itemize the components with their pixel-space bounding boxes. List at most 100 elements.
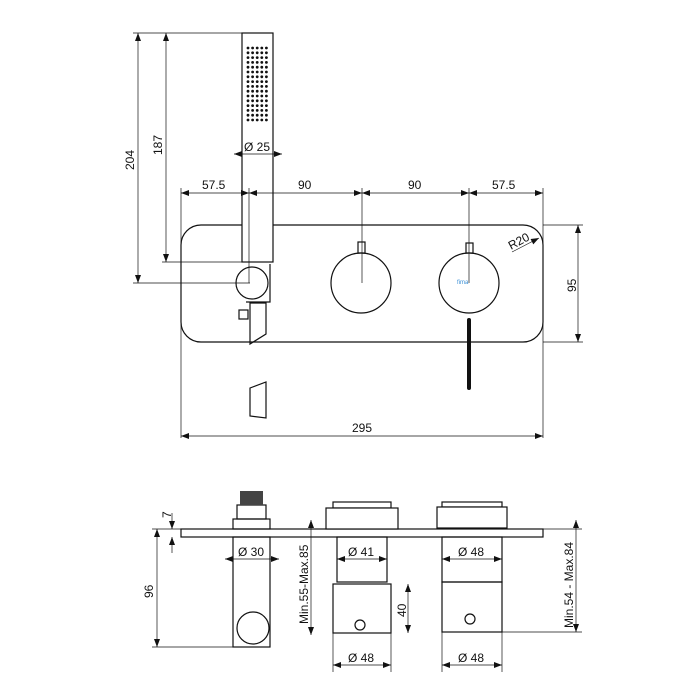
nozzle-dot bbox=[265, 65, 268, 69]
dim-height-head: 187 bbox=[151, 135, 165, 155]
nozzle-dot bbox=[251, 56, 255, 59]
dim-head-diameter: Ø 25 bbox=[244, 140, 270, 154]
dim-box-height: 40 bbox=[395, 603, 409, 617]
nozzle-dot bbox=[251, 80, 255, 83]
dim-spacing-1: 90 bbox=[298, 178, 312, 192]
dim-range-right: Min.54 - Max.84 bbox=[562, 542, 576, 628]
dim-cartridge1-diameter: Ø 41 bbox=[348, 545, 374, 559]
diverter-box bbox=[332, 583, 392, 634]
nozzle-dot bbox=[246, 94, 250, 98]
nozzle-dot bbox=[251, 118, 255, 122]
nozzle-dot bbox=[265, 104, 268, 107]
nozzle-dot bbox=[251, 46, 255, 50]
nozzle-dot bbox=[246, 70, 250, 74]
nozzle-dot bbox=[260, 56, 264, 59]
diverter-cartridge bbox=[336, 536, 388, 583]
nozzle-dot bbox=[246, 113, 250, 117]
dim-plate-thickness: 7 bbox=[160, 511, 174, 518]
nozzle-dot bbox=[251, 65, 255, 69]
spray-nozzles bbox=[246, 46, 268, 122]
brand-logo: fima bbox=[457, 280, 469, 286]
nozzle-dot bbox=[255, 56, 259, 59]
nozzle-dot bbox=[260, 89, 264, 93]
nozzle-dot bbox=[260, 80, 264, 83]
nozzle-dot bbox=[260, 118, 264, 122]
nozzle-dot bbox=[251, 51, 255, 55]
nozzle-dot bbox=[251, 104, 255, 107]
dim-depth-total: 96 bbox=[142, 584, 156, 598]
nozzle-dot bbox=[265, 99, 268, 103]
nozzle-dot bbox=[265, 109, 268, 112]
holder-body bbox=[232, 536, 271, 648]
nozzle-dot bbox=[255, 104, 259, 107]
nozzle-dot bbox=[246, 118, 250, 122]
dim-range-left: Min.55-Max.85 bbox=[297, 544, 311, 624]
holder-pin bbox=[238, 309, 249, 320]
nozzle-dot bbox=[260, 109, 264, 112]
nozzle-dot bbox=[260, 99, 264, 103]
dim-cartridge2-diameter: Ø 48 bbox=[458, 545, 484, 559]
nozzle-dot bbox=[255, 89, 259, 93]
dim-spacing-2: 90 bbox=[408, 178, 422, 192]
nozzle-dot bbox=[246, 61, 250, 64]
nozzle-dot bbox=[255, 70, 259, 74]
diverter-cover bbox=[325, 507, 399, 530]
nozzle-dot bbox=[255, 80, 259, 83]
nozzle-dot bbox=[251, 85, 255, 88]
nozzle-dot bbox=[265, 89, 268, 93]
nozzle-dot bbox=[246, 75, 250, 79]
mixer-box bbox=[441, 581, 503, 633]
nozzle-dot bbox=[246, 51, 250, 55]
nozzle-dot bbox=[251, 61, 255, 64]
dim-plate-height: 95 bbox=[565, 278, 579, 292]
nozzle-dot bbox=[246, 85, 250, 88]
nozzle-dot bbox=[260, 113, 264, 117]
mixer-cartridge bbox=[441, 536, 503, 583]
dim-plate-width: 295 bbox=[352, 421, 372, 435]
nozzle-dot bbox=[251, 109, 255, 112]
spout bbox=[249, 302, 267, 346]
nozzle-dot bbox=[255, 94, 259, 98]
spout-outline bbox=[249, 381, 267, 419]
side-plate bbox=[180, 528, 544, 538]
nozzle-dot bbox=[251, 75, 255, 79]
holder-bracket bbox=[246, 264, 271, 303]
nozzle-dot bbox=[265, 61, 268, 64]
nozzle-dot bbox=[260, 104, 264, 107]
nozzle-dot bbox=[255, 109, 259, 112]
nozzle-dot bbox=[246, 80, 250, 83]
nozzle-dot bbox=[260, 75, 264, 79]
nozzle-dot bbox=[260, 70, 264, 74]
nozzle-dot bbox=[265, 46, 268, 50]
dim-offset-right: 57.5 bbox=[492, 178, 516, 192]
nozzle-dot bbox=[246, 99, 250, 103]
nozzle-dot bbox=[255, 118, 259, 122]
nozzle-dot bbox=[251, 70, 255, 74]
nozzle-dot bbox=[265, 94, 268, 98]
nozzle-dot bbox=[255, 51, 259, 55]
nozzle-dot bbox=[246, 65, 250, 69]
nozzle-dot bbox=[265, 118, 268, 122]
nozzle-dot bbox=[260, 85, 264, 88]
mixer-cover bbox=[436, 506, 508, 529]
nozzle-dot bbox=[260, 94, 264, 98]
hose-thread bbox=[240, 491, 263, 505]
holder-knob-side bbox=[236, 611, 270, 645]
nozzle-dot bbox=[260, 65, 264, 69]
nozzle-dot bbox=[251, 94, 255, 98]
dim-corner-radius: R20 bbox=[506, 230, 532, 253]
nozzle-dot bbox=[251, 99, 255, 103]
nozzle-dot bbox=[246, 46, 250, 50]
dim-box1-width: Ø 48 bbox=[348, 651, 374, 665]
nozzle-dot bbox=[260, 46, 264, 50]
nozzle-dot bbox=[265, 85, 268, 88]
nozzle-dot bbox=[255, 65, 259, 69]
nozzle-dot bbox=[260, 61, 264, 64]
nozzle-dot bbox=[265, 70, 268, 74]
nozzle-dot bbox=[265, 51, 268, 55]
nozzle-dot bbox=[246, 109, 250, 112]
nozzle-dot bbox=[255, 85, 259, 88]
dim-box2-width: Ø 48 bbox=[458, 651, 484, 665]
